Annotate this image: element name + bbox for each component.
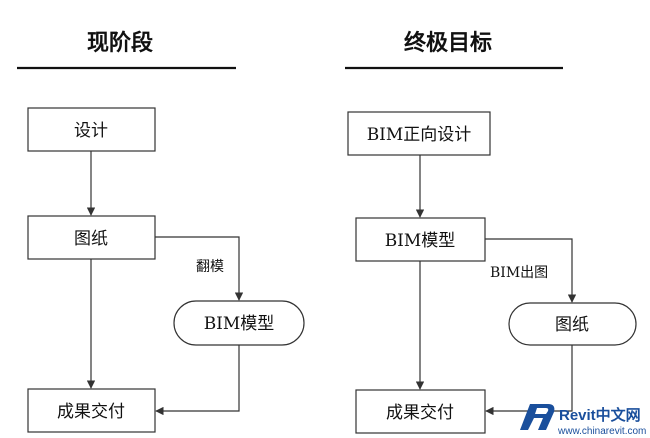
right-edge-drawings-to-delivery (485, 345, 573, 416)
left-edge-bim-to-delivery (155, 345, 240, 416)
right-node-delivery-label: 成果交付 (386, 403, 454, 423)
revit-logo-icon (520, 404, 555, 430)
left-node-design-label: 设计 (74, 121, 108, 141)
right-edge-bim-to-drawings (485, 238, 577, 303)
right-edge-label: BIM出图 (490, 265, 548, 281)
left-node-drawings (27, 215, 156, 260)
watermark: Revit中文网 www.chinarevit.com (520, 404, 646, 437)
left-edge-label: 翻模 (196, 259, 224, 275)
right-title: 终极目标 (404, 30, 492, 56)
right-node-drawings-label: 图纸 (555, 315, 589, 335)
watermark-brand: Revit中文网 (559, 406, 641, 424)
right-node-delivery (355, 389, 486, 434)
left-edge-drawings-to-bim (155, 236, 244, 301)
left-node-drawings-label: 图纸 (74, 229, 108, 249)
watermark-url: www.chinarevit.com (557, 426, 646, 437)
right-node-bim-design (347, 111, 491, 156)
left-node-delivery-label: 成果交付 (57, 402, 125, 422)
left-node-delivery (27, 388, 156, 433)
right-node-bim-design-label: BIM正向设计 (367, 125, 472, 145)
left-node-bim-model-label: BIM模型 (204, 314, 275, 334)
left-title: 现阶段 (87, 30, 153, 56)
right-node-bim-model-label: BIM模型 (385, 231, 456, 251)
